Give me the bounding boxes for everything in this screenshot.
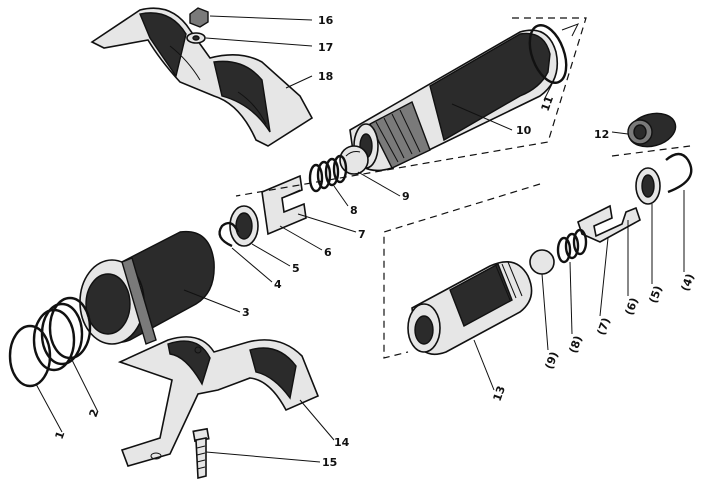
label-7-paren: (7) [595, 316, 613, 337]
spring-8 [308, 154, 348, 193]
lock-plate-6-7 [261, 174, 307, 236]
label-13: 13 [491, 384, 508, 403]
label-15: 15 [322, 456, 337, 469]
assembly-line-lower [383, 145, 691, 359]
label-8-paren: (8) [567, 334, 585, 355]
mount-bracket-14 [117, 336, 320, 467]
label-2: 2 [87, 407, 102, 419]
label-9: 9 [402, 190, 410, 203]
assembly-line-upper [235, 17, 587, 197]
washer-17 [186, 32, 206, 44]
clamp-bracket-upper [90, 7, 314, 147]
label-7: 7 [358, 228, 366, 241]
label-4: 4 [274, 278, 282, 291]
label-5: 5 [292, 262, 300, 275]
label-17: 17 [318, 41, 333, 54]
ring-1 [8, 324, 52, 388]
snap-ring-11 [528, 24, 568, 84]
leader-lines [35, 15, 685, 463]
nut-12 [627, 112, 677, 148]
snap-ring-4 [218, 221, 240, 248]
label-10: 10 [516, 124, 532, 137]
nut-16 [189, 7, 209, 28]
bolt-15 [192, 427, 210, 480]
label-16: 16 [318, 14, 334, 27]
snap-ring-4-lower [665, 152, 693, 194]
spring-8-lower [556, 228, 588, 264]
ball-9-lower [529, 249, 555, 275]
retainer-ring-5-lower [635, 167, 661, 205]
label-6: 6 [324, 246, 332, 259]
assembly-arrow [561, 23, 580, 37]
label-6-paren: (6) [623, 296, 641, 317]
label-8: 8 [350, 204, 358, 217]
label-14: 14 [334, 436, 350, 449]
spring-2 [32, 296, 92, 372]
connector-body-13 [407, 260, 533, 356]
label-18: 18 [318, 70, 333, 83]
label-4-paren: (4) [679, 272, 697, 293]
label-3: 3 [242, 306, 250, 319]
connector-body-10 [349, 29, 559, 172]
label-1: 1 [53, 429, 68, 441]
label-9-paren: (9) [543, 350, 561, 371]
retainer-ring-5 [229, 205, 259, 247]
label-11: 11 [539, 94, 556, 113]
label-12: 12 [594, 128, 609, 141]
coupling-sleeve-3 [79, 230, 215, 345]
lock-plate-6-7-lower [577, 204, 641, 243]
label-5-paren: (5) [647, 284, 665, 305]
